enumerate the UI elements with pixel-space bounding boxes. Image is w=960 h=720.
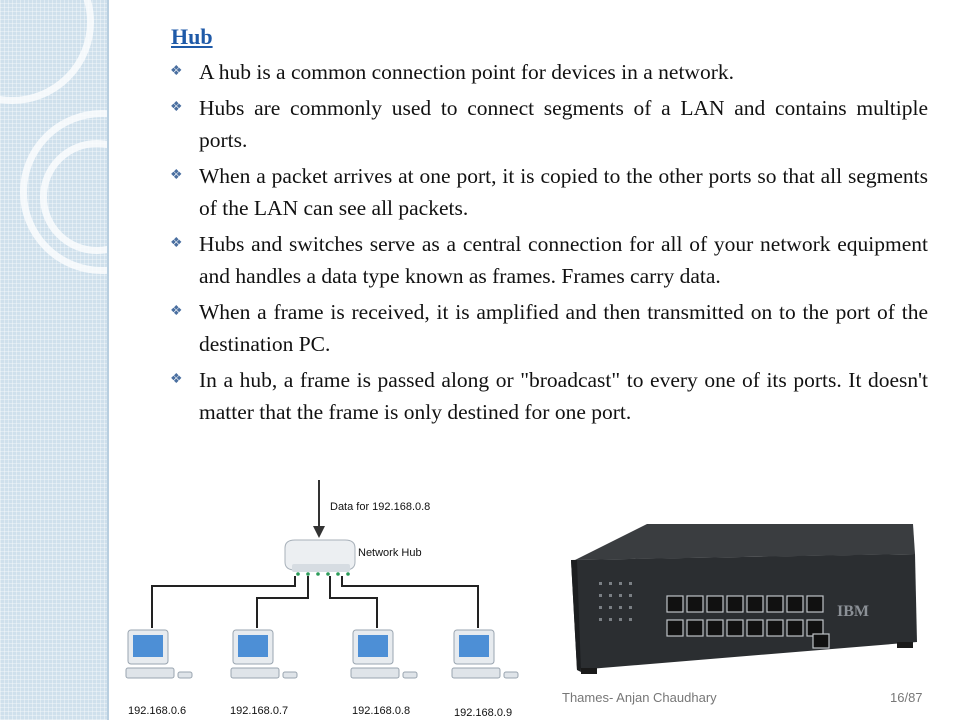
bullet-item: ❖When a frame is received, it is amplifi… [168, 296, 928, 360]
bullet-item: ❖ Hubs and switches serve as a central c… [168, 228, 928, 292]
pc-icon [350, 629, 418, 679]
pc-icon [125, 629, 193, 679]
pc-ip-label: 192.168.0.9 [454, 707, 512, 719]
hub-device-image: IBM [571, 524, 917, 674]
page-number: 16/87 [890, 690, 923, 705]
diamond-bullet-icon: ❖ [170, 100, 183, 115]
slide-content: Hub ❖A hub is a common connection point … [168, 24, 928, 432]
bullet-list: ❖A hub is a common connection point for … [168, 56, 928, 428]
hub-icon [284, 539, 356, 576]
decorative-sidebar [0, 0, 109, 720]
decorative-ring [0, 0, 94, 104]
pc-ip-label: 192.168.0.6 [128, 705, 186, 717]
pc-icon [451, 629, 519, 679]
pc-icon [230, 629, 298, 679]
pc-ip-label: 192.168.0.8 [352, 705, 410, 717]
slide-heading: Hub [171, 24, 213, 49]
footer-author: Thames- Anjan Chaudhary [562, 690, 717, 705]
diamond-bullet-icon: ❖ [170, 168, 183, 183]
bullet-item: ❖In a hub, a frame is passed along or "b… [168, 364, 928, 428]
bullet-item: ❖When a packet arrives at one port, it i… [168, 160, 928, 224]
data-label: Data for 192.168.0.8 [330, 501, 430, 513]
diamond-bullet-icon: ❖ [170, 236, 183, 251]
diamond-bullet-icon: ❖ [170, 64, 183, 79]
hub-label: Network Hub [358, 547, 422, 559]
ethernet-ports [666, 595, 830, 649]
pc-ip-label: 192.168.0.7 [230, 705, 288, 717]
bullet-item: ❖A hub is a common connection point for … [168, 56, 928, 88]
brand-logo: IBM [837, 603, 869, 620]
diamond-bullet-icon: ❖ [170, 372, 183, 387]
bullet-item: ❖Hubs are commonly used to connect segme… [168, 92, 928, 156]
network-hub-diagram: Data for 192.168.0.8 Network Hub 192. [125, 480, 519, 719]
diamond-bullet-icon: ❖ [170, 304, 183, 319]
